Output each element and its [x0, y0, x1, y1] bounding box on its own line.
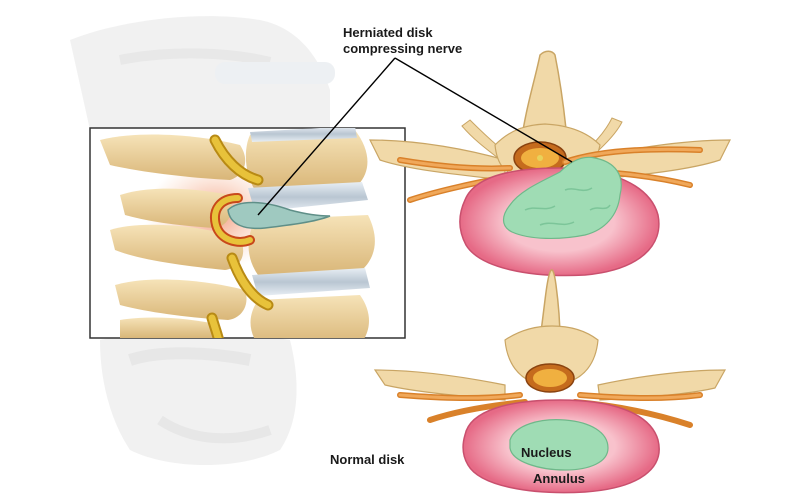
herniated-disk-label: Herniated disk compressing nerve	[343, 25, 462, 57]
annulus-label: Annulus	[533, 471, 585, 486]
inset-lateral-view	[89, 127, 406, 339]
normal-disk-label: Normal disk	[330, 452, 405, 467]
normal-disk-cross-section	[373, 269, 727, 494]
herniated-disk-cross-section	[369, 50, 731, 277]
nucleus-label: Nucleus	[521, 445, 572, 460]
herniated-disk-label-line1: Herniated disk	[343, 25, 433, 40]
ghost-spine	[70, 16, 335, 465]
herniated-disk-label-line2: compressing nerve	[343, 41, 463, 56]
leader-lines	[257, 57, 573, 216]
